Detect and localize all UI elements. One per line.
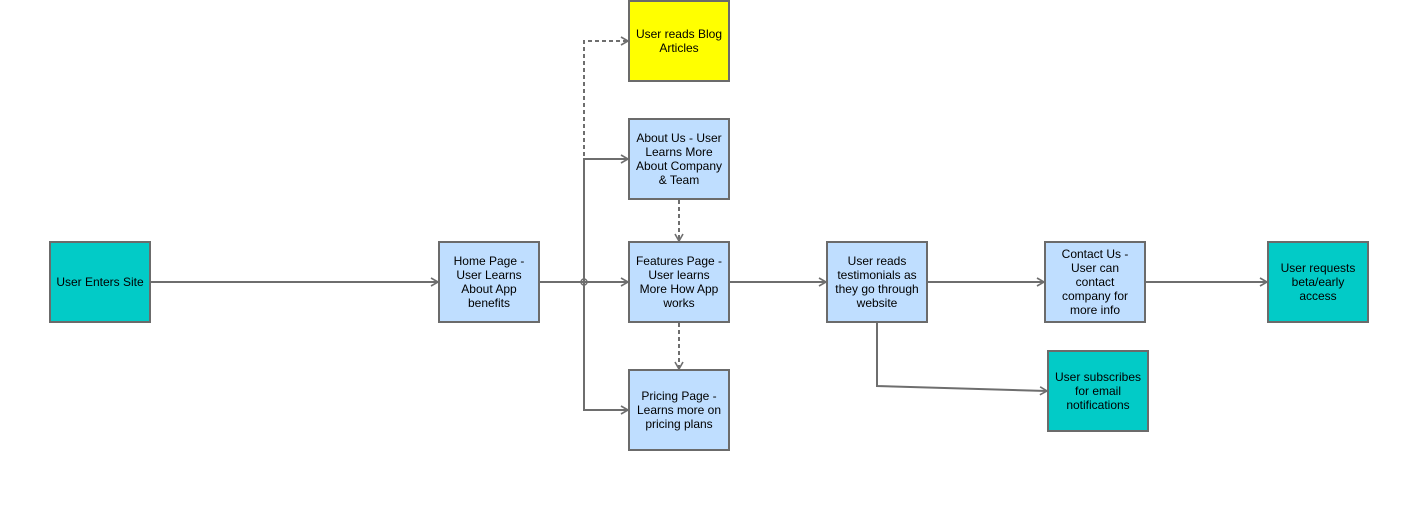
node-about-us[interactable]: About Us - User Learns More About Compan… <box>628 118 730 200</box>
node-label: User requests beta/early access <box>1280 261 1356 303</box>
node-label: Pricing Page - Learns more on pricing pl… <box>636 389 722 431</box>
edge-home-to-about <box>583 154 630 282</box>
node-user-enters-site[interactable]: User Enters Site <box>49 241 151 323</box>
node-pricing-page[interactable]: Pricing Page - Learns more on pricing pl… <box>628 369 730 451</box>
node-label: User reads testimonials as they go throu… <box>835 254 919 310</box>
node-label: Home Page - User Learns About App benefi… <box>453 254 525 310</box>
edge-testimonials-to-subscribe <box>876 323 1049 396</box>
node-testimonials[interactable]: User reads testimonials as they go throu… <box>826 241 928 323</box>
node-label: User reads Blog Articles <box>635 27 723 55</box>
node-email-subscribe[interactable]: User subscribes for email notifications <box>1047 350 1149 432</box>
node-blog-articles[interactable]: User reads Blog Articles <box>628 0 730 82</box>
node-features-page[interactable]: Features Page - User learns More How App… <box>628 241 730 323</box>
edge-home-to-pricing <box>583 282 630 415</box>
node-label: About Us - User Learns More About Compan… <box>635 131 723 187</box>
node-label: User Enters Site <box>56 275 144 289</box>
edge-home-to-blog <box>583 36 630 282</box>
node-contact-us[interactable]: Contact Us - User can contact company fo… <box>1044 241 1146 323</box>
node-label: User subscribes for email notifications <box>1054 370 1142 412</box>
node-beta-request[interactable]: User requests beta/early access <box>1267 241 1369 323</box>
branch-junction <box>580 278 588 286</box>
node-label: Features Page - User learns More How App… <box>635 254 723 310</box>
node-label: Contact Us - User can contact company fo… <box>1061 247 1129 317</box>
node-home-page[interactable]: Home Page - User Learns About App benefi… <box>438 241 540 323</box>
